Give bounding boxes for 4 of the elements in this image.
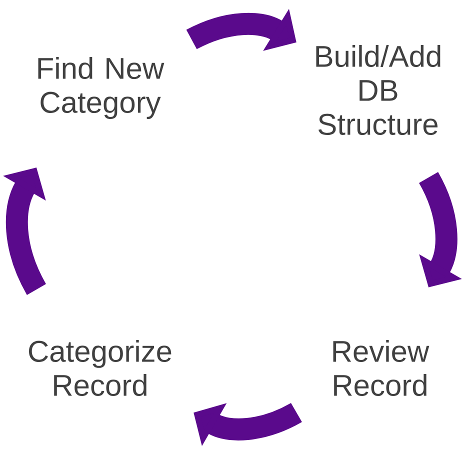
step-label: Build/Add DB Structure — [316, 44, 440, 135]
step-label: Find New Category — [38, 57, 164, 119]
step-label: Review Record — [333, 340, 430, 396]
step-label: Categorize Record — [29, 340, 172, 396]
